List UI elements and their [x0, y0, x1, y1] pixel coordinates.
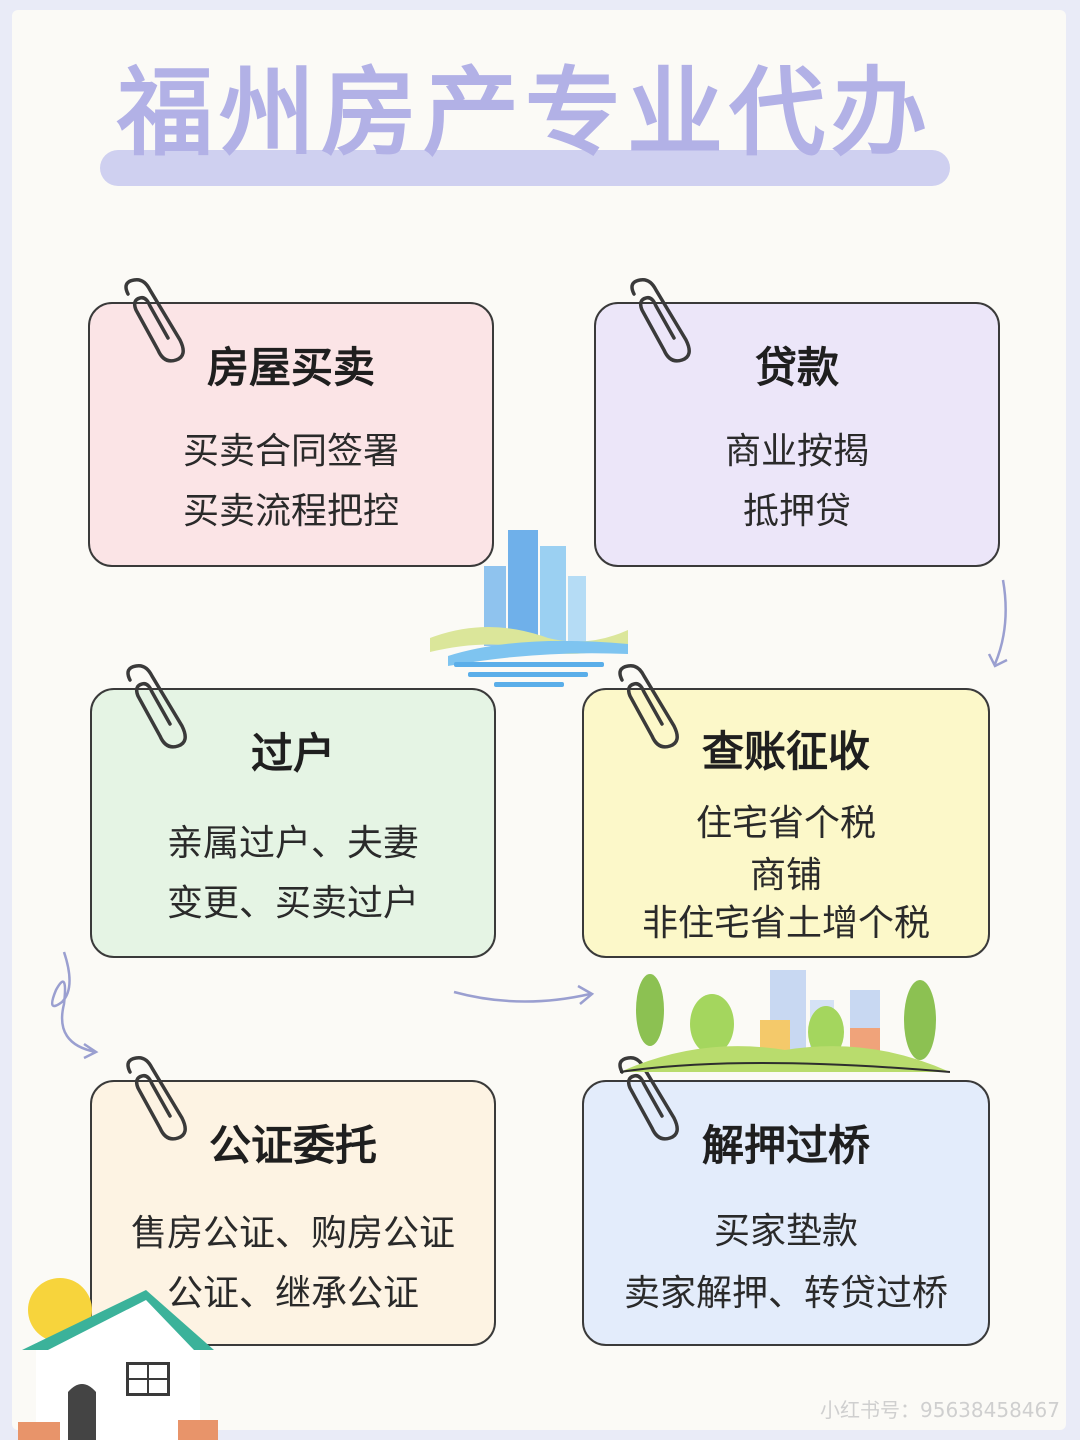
card-line: 买卖合同签署	[182, 431, 399, 472]
card-line: 抵押贷	[742, 491, 851, 532]
watermark: 小红书号：95638458467	[820, 1398, 1060, 1422]
house-icon	[18, 1278, 218, 1440]
page-title: 福州房产专业代办	[117, 57, 933, 169]
card-line: 卖家解押、转贷过桥	[623, 1273, 948, 1314]
card-line: 亲属过户、夫妻	[166, 823, 419, 864]
arrow-icon	[987, 579, 1008, 668]
card-line: 商铺	[749, 855, 822, 896]
card-bridge-loan: 解押过桥 买家垫款 卖家解押、转贷过桥	[582, 1080, 990, 1346]
paperclip-icon	[124, 277, 185, 363]
title-block: 福州房产专业代办	[100, 50, 950, 190]
paperclip-icon	[618, 663, 679, 749]
card-title: 房屋买卖	[90, 342, 492, 394]
card-title: 公证委托	[92, 1120, 494, 1172]
card-title: 解押过桥	[584, 1120, 988, 1172]
card-line: 公证、继承公证	[166, 1273, 419, 1314]
paperclip-icon	[630, 277, 691, 363]
card-title: 查账征收	[584, 726, 988, 778]
card-line: 售房公证、购房公证	[130, 1213, 455, 1254]
paperclip-icon	[126, 1055, 187, 1141]
card-title: 贷款	[596, 342, 998, 394]
arrow-icon	[50, 951, 99, 1060]
card-line: 商业按揭	[724, 431, 869, 472]
paperclip-icon	[126, 663, 187, 749]
card-line: 买卖流程把控	[182, 491, 399, 532]
paperclip-icon	[618, 1055, 679, 1141]
arrow-icon	[453, 984, 595, 1005]
card-line: 住宅省个税	[695, 803, 876, 844]
card-title: 过户	[92, 728, 494, 780]
card-line: 非住宅省土增个税	[641, 903, 930, 944]
card-line: 买家垫款	[713, 1211, 858, 1252]
city-park-icon	[620, 970, 950, 1073]
card-line: 变更、买卖过户	[166, 883, 419, 924]
title-underline	[100, 150, 950, 186]
building-skyline-icon	[430, 530, 628, 687]
